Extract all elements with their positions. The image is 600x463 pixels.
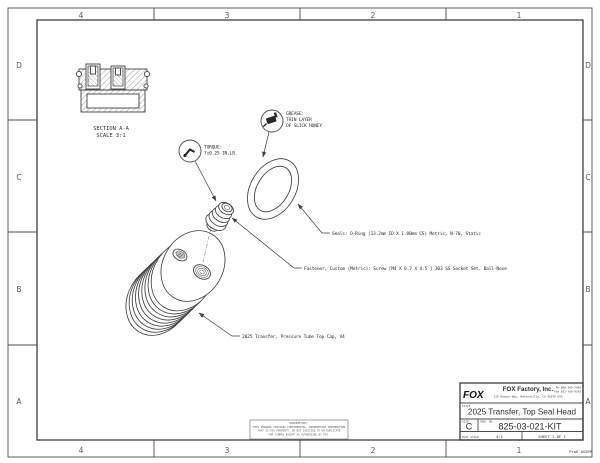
zone-col-bot-3: 3 xyxy=(225,446,230,455)
zone-col-bot-2: 2 xyxy=(371,446,376,455)
grease-line2: THIN LAYER xyxy=(286,117,312,123)
sheet-count: SHEET 1 OF 1 xyxy=(538,434,566,439)
zone-row-left-a: A xyxy=(16,397,22,406)
section-title: SECTION A-A xyxy=(93,126,129,132)
cap-threaded-hole xyxy=(193,264,211,280)
cap-leader xyxy=(198,312,240,337)
proprietary-note: PROPRIETARY: THIS DRAWING CONTAINS CONFI… xyxy=(249,419,349,440)
plot-scale-value: 4:1 xyxy=(496,434,504,439)
grease-leader xyxy=(262,131,270,158)
dwg-no-label: DWG. NO. xyxy=(481,420,495,424)
zone-row-right-b: B xyxy=(585,285,590,294)
proprietary-l4: FOR OTHERS EXCEPT AS AUTHORIZED BY FOX. xyxy=(269,432,330,436)
zone-col-top-4: 4 xyxy=(79,11,84,20)
sheet-size: C xyxy=(466,422,473,432)
section-scale: SCALE 3:1 xyxy=(96,133,125,139)
zone-labels: 4 3 2 1 4 3 2 1 D C B A D C B A xyxy=(16,11,591,455)
sheet-frame xyxy=(7,7,593,458)
plot-note: ProE ASSEM xyxy=(569,449,593,454)
grease-label: GREASE: xyxy=(286,111,304,117)
company-phone: Ph 800-369-7469 xyxy=(556,386,582,390)
company-fax: Fax 831-768-9342 xyxy=(554,390,581,394)
title-label: TITLE xyxy=(462,404,471,408)
cap-note: 2025 Transfer, Pressure Tube Top Cap, V4 xyxy=(242,334,345,340)
assembly-centerline xyxy=(202,227,212,263)
fastener-leader xyxy=(231,217,302,269)
zone-row-right-a: A xyxy=(585,397,591,406)
zone-col-bot-4: 4 xyxy=(79,446,84,455)
zone-row-left-d: D xyxy=(16,61,22,70)
dwg-no: 825-03-021-KIT xyxy=(498,422,562,432)
proprietary-l1: PROPRIETARY: xyxy=(290,421,309,425)
grease-gun-icon xyxy=(262,112,278,128)
o-ring xyxy=(247,158,299,220)
company-address: 130 Hangar Way, Watsonville, CA 95076 US… xyxy=(493,395,562,399)
proprietary-l2: THIS DRAWING CONTAINS CONFIDENTIAL, PROP… xyxy=(253,425,346,429)
zone-row-left-c: C xyxy=(16,173,21,182)
section-view xyxy=(75,63,151,113)
torque-value: 7±0.25 IN.LB. xyxy=(204,151,237,157)
torque-label: TORQUE: xyxy=(204,145,222,151)
torque-wrench-icon xyxy=(183,148,196,158)
zone-col-top-1: 1 xyxy=(517,11,522,20)
zone-row-right-d: D xyxy=(585,61,591,70)
drawing-title: 2025 Transfer, Top Seal Head xyxy=(468,408,577,417)
grease-line3: OF SLICK HONEY xyxy=(286,123,322,129)
size-label: SIZE xyxy=(462,420,469,424)
seals-leader xyxy=(297,203,330,234)
set-screw xyxy=(205,201,234,232)
top-cap xyxy=(125,230,226,336)
zone-col-top-3: 3 xyxy=(225,11,230,20)
torque-leader xyxy=(194,160,217,202)
fox-logo: FOX xyxy=(463,390,485,401)
proprietary-l3: THAT IS FOX PROPERTY. DO NOT DISCLOSE TO… xyxy=(258,429,341,433)
title-block: FOX FOX Factory, Inc. 130 Hangar Way, Wa… xyxy=(459,382,584,441)
zone-col-bot-1: 1 xyxy=(517,446,522,455)
cap-vent-hole xyxy=(172,248,188,262)
company-name: FOX Factory, Inc. xyxy=(503,386,554,393)
zone-row-left-b: B xyxy=(16,285,21,294)
torque-balloon xyxy=(178,139,217,202)
seals-note: Seals: O-Ring (13.2mm ID X 1.80mm CS) Me… xyxy=(332,231,481,237)
grease-balloon xyxy=(260,109,284,158)
fastener-note: Fastener, Custom (Metric): Screw [M4 X 0… xyxy=(304,266,507,272)
zone-row-right-c: C xyxy=(585,173,590,182)
zone-col-top-2: 2 xyxy=(371,11,376,20)
plot-scale-label: PLOT SCALE xyxy=(462,435,479,439)
